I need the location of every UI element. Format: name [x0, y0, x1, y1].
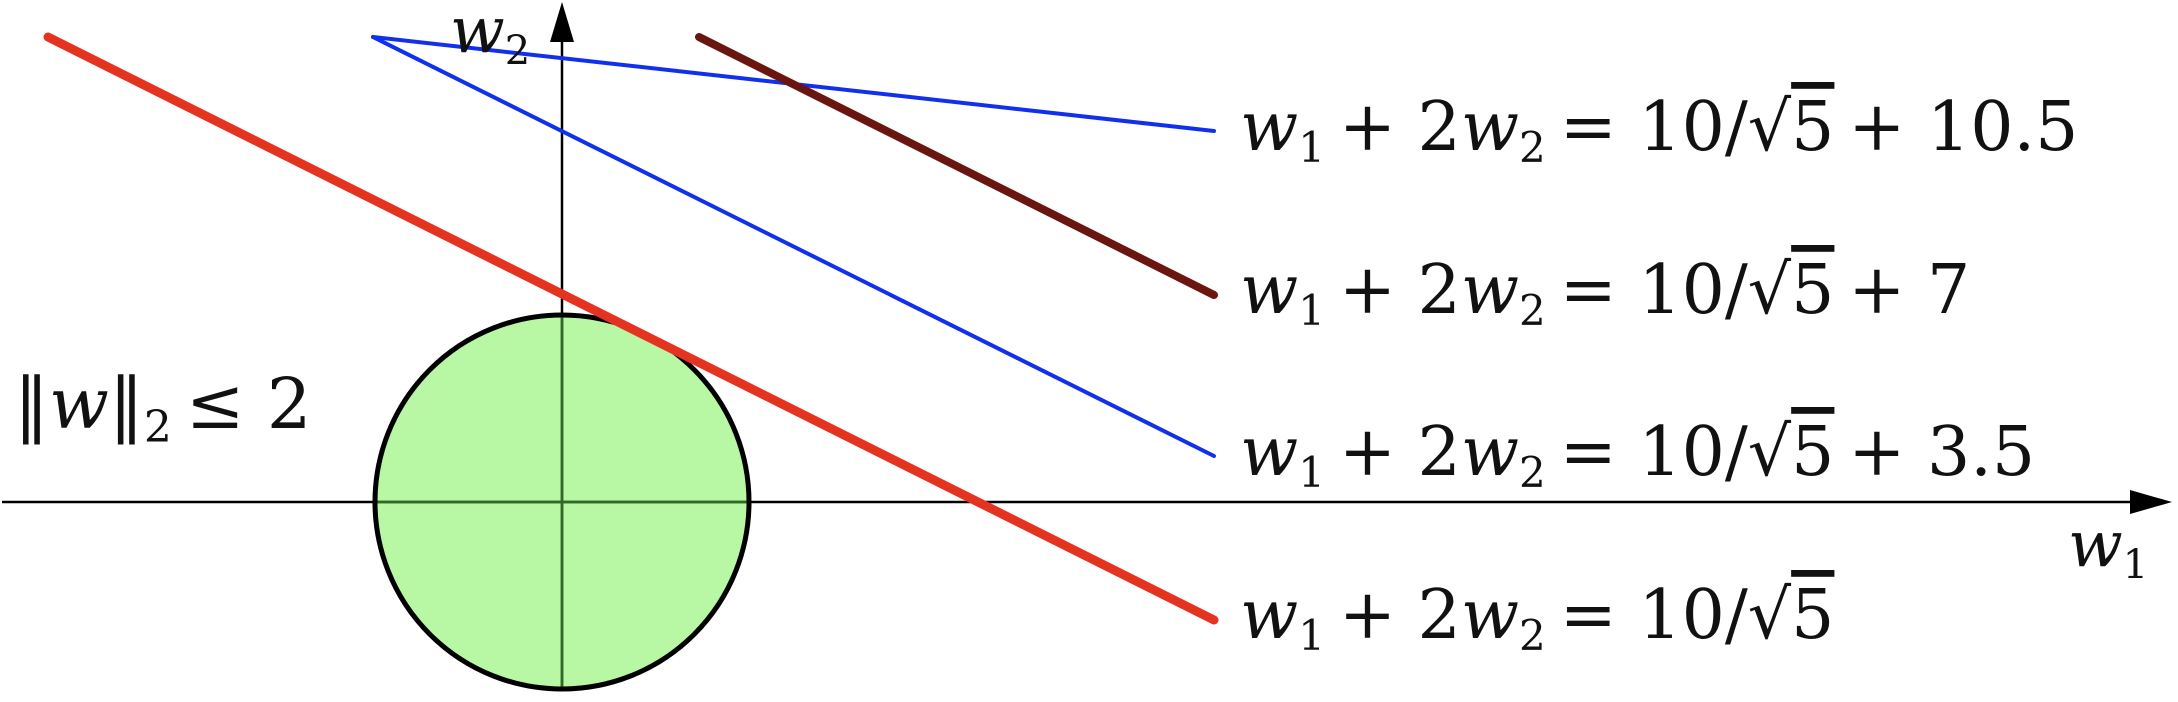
equation-label-2: w1+ 2w2= 10/√5+ 3.5 [1240, 413, 2035, 497]
constraint-disk-outline [372, 312, 752, 692]
level-line-2 [371, 35, 1216, 458]
w1-axis-label: w1 [2068, 508, 2148, 588]
w1-axis-arrowhead [2130, 490, 2172, 514]
level-line-3 [695, 33, 1218, 299]
svg-text:w1+ 2w2= 10/√5+ 7: w1+ 2w2= 10/√5+ 7 [1240, 251, 1970, 335]
svg-text:w1+ 2w2= 10/√5: w1+ 2w2= 10/√5 [1240, 576, 1834, 660]
level-line-1 [43, 32, 1219, 625]
w2-axis-arrowhead [550, 2, 574, 42]
w2-axis-label: w2 [450, 0, 530, 74]
constraint-label: ‖w‖2≤ 2 [14, 363, 311, 453]
equation-label-3: w1+ 2w2= 10/√5+ 7 [1240, 251, 1970, 335]
svg-text:w1+ 2w2= 10/√5+ 10.5: w1+ 2w2= 10/√5+ 10.5 [1240, 88, 2078, 172]
svg-text:w1+ 2w2= 10/√5+ 3.5: w1+ 2w2= 10/√5+ 3.5 [1240, 413, 2035, 497]
equation-label-1: w1+ 2w2= 10/√5 [1240, 576, 1834, 660]
equation-label-4: w1+ 2w2= 10/√5+ 10.5 [1240, 88, 2078, 172]
